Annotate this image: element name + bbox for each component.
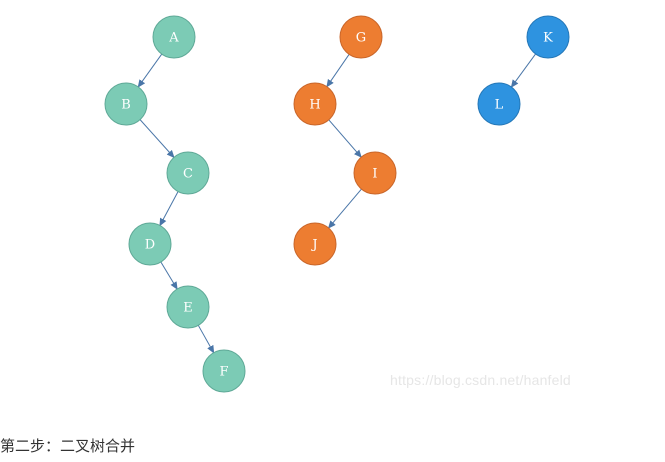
edge-g-h xyxy=(326,52,351,88)
node-circle xyxy=(526,15,570,59)
caption: 第二步：二叉树合并 xyxy=(0,437,136,455)
edges-layer xyxy=(137,52,538,354)
edge-k-l xyxy=(510,52,538,88)
node-e: E xyxy=(166,285,210,329)
node-circle xyxy=(104,82,148,126)
node-label: E xyxy=(183,301,193,316)
edge-h-i xyxy=(327,118,362,158)
node-l: L xyxy=(477,82,521,126)
node-d: D xyxy=(128,222,172,266)
edge-c-d xyxy=(159,189,180,227)
node-label: C xyxy=(183,167,193,182)
node-j: J xyxy=(293,222,337,266)
node-circle xyxy=(339,15,383,59)
node-circle xyxy=(477,82,521,126)
edge-e-f xyxy=(196,323,215,354)
node-i: I xyxy=(353,151,397,195)
node-h: H xyxy=(293,82,337,126)
node-g: G xyxy=(339,15,383,59)
watermark: https://blog.csdn.net/hanfeld xyxy=(390,372,571,388)
node-circle xyxy=(166,151,210,195)
node-circle xyxy=(128,222,172,266)
node-circle xyxy=(293,222,337,266)
node-b: B xyxy=(104,82,148,126)
node-circle xyxy=(353,151,397,195)
edge-b-c xyxy=(138,117,175,159)
node-k: K xyxy=(526,15,570,59)
node-c: C xyxy=(166,151,210,195)
edge-a-b xyxy=(137,52,164,88)
node-circle xyxy=(293,82,337,126)
node-label: G xyxy=(356,31,366,46)
node-f: F xyxy=(202,349,246,393)
node-label: L xyxy=(495,98,504,113)
node-a: A xyxy=(152,15,196,59)
node-label: J xyxy=(310,238,317,253)
edge-d-e xyxy=(159,260,178,290)
node-label: B xyxy=(121,98,131,113)
node-label: F xyxy=(219,365,228,380)
node-label: K xyxy=(543,31,553,46)
node-label: I xyxy=(372,167,377,182)
node-circle xyxy=(202,349,246,393)
nodes-layer: A B C D E F G H I J K L xyxy=(104,15,570,393)
binary-tree-diagram: A B C D E F G H I J K L xyxy=(104,15,570,393)
node-label: D xyxy=(145,238,155,253)
node-circle xyxy=(166,285,210,329)
edge-i-j xyxy=(327,187,364,229)
node-label: H xyxy=(309,98,320,113)
node-circle xyxy=(152,15,196,59)
node-label: A xyxy=(168,31,179,46)
